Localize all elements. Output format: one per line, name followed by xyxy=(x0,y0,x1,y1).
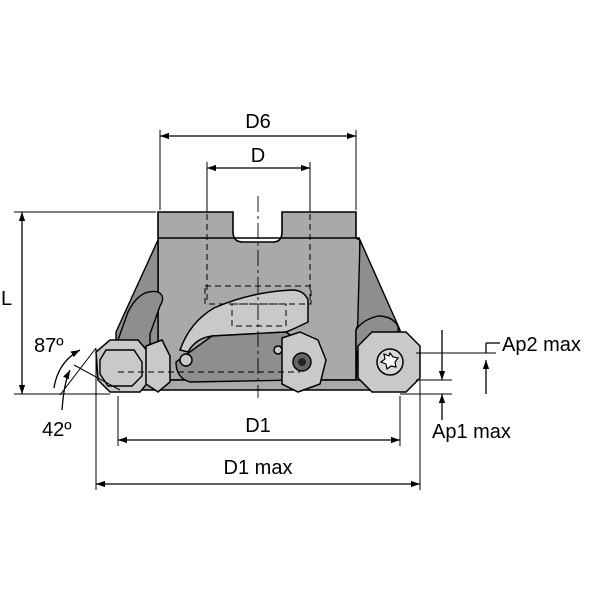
insert-screw-socket xyxy=(298,358,306,366)
angle-ref-87 xyxy=(59,347,97,396)
label-d: D xyxy=(251,145,265,167)
label-d6: D6 xyxy=(245,111,271,133)
wedge-pocket xyxy=(179,289,309,353)
label-d1: D1 xyxy=(245,415,271,437)
label-angle-42: 42º xyxy=(42,419,72,441)
labels: D6 D L 87º 42º D1 D1 max Ap2 max Ap1 max xyxy=(1,111,581,479)
extension-lines xyxy=(14,130,496,490)
insert-left-secondary xyxy=(145,339,171,393)
arc-87 xyxy=(53,349,81,389)
label-d1-max: D1 max xyxy=(224,457,293,479)
arc-42 xyxy=(61,369,71,411)
label-ap2-max: Ap2 max xyxy=(502,334,581,356)
dimension-lines xyxy=(18,132,500,488)
angle-ref-42 xyxy=(73,364,121,391)
label-ap1-max: Ap1 max xyxy=(432,421,511,443)
pin-hole-left xyxy=(179,353,193,367)
torx-socket-icon xyxy=(379,351,400,371)
hidden-recess xyxy=(231,303,287,327)
inserts xyxy=(95,331,421,393)
pin-hole xyxy=(273,345,283,355)
label-angle-87: 87º xyxy=(34,335,64,357)
label-l: L xyxy=(1,288,12,310)
insert-left-facet xyxy=(99,349,143,387)
